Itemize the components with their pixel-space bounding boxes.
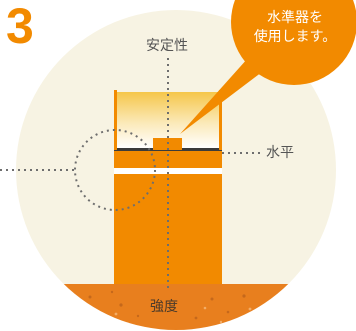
callout-line-1: 水準器を	[267, 10, 323, 26]
callout-bubble	[231, 0, 356, 85]
stability-label: 安定性	[146, 38, 188, 54]
glow-frame-left	[114, 90, 117, 150]
callout-pointer	[180, 58, 262, 134]
ground-soil	[16, 284, 336, 330]
callout-line-2: 使用します。	[253, 29, 337, 45]
callout-text: 水準器を 使用します。	[238, 9, 352, 47]
post-top-block	[114, 150, 222, 168]
post-base	[114, 174, 222, 284]
level-label: 水平	[266, 145, 294, 161]
glow-frame-right	[219, 90, 222, 150]
step-number: 3	[6, 0, 34, 54]
post-divider-line	[114, 168, 222, 174]
focus-dotted-circle	[74, 129, 156, 211]
strength-label: 強度	[150, 299, 178, 315]
